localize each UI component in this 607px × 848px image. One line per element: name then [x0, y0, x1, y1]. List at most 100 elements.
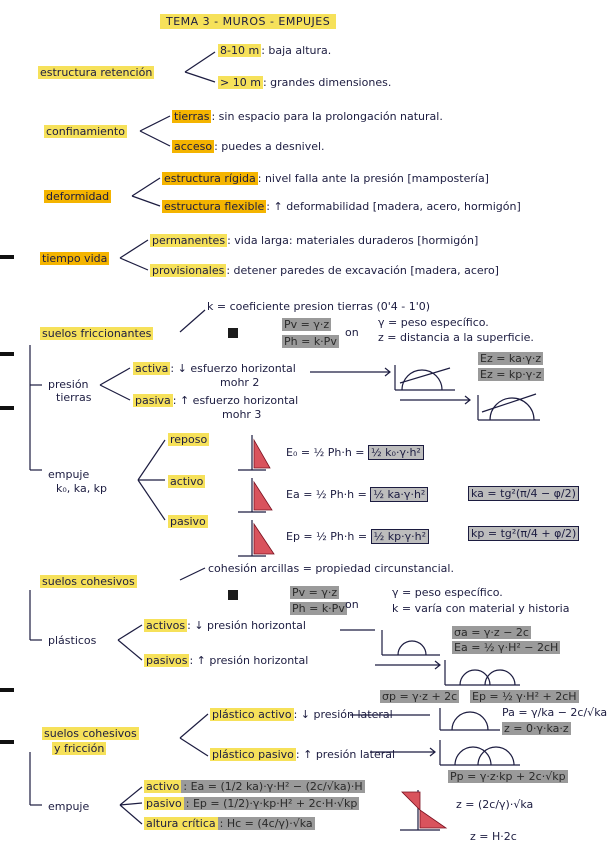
branch: permanentes: vida larga: materiales dura…: [150, 234, 478, 247]
branch-tag: activo: [168, 475, 206, 488]
formula-ka: ka = tg²(π/4 − φ/2): [468, 486, 579, 501]
formula-active: Ez = ka·γ·z: [478, 352, 544, 365]
soil-element-icon: [228, 590, 238, 600]
formula-text: Ea = ½ Ph·h =: [286, 488, 367, 501]
formula-ep: Ep = ½ Ph·h = ½ kp·γ·h²: [286, 529, 429, 544]
branch: estructura rígida: nivel falla ante la p…: [162, 172, 489, 185]
concept-root: suelos cohesivos: [40, 575, 137, 588]
branch-tag: tierras: [172, 110, 212, 123]
branch-tag: plástico activo: [210, 708, 294, 721]
branch-text: : detener paredes de excavación [madera,…: [226, 264, 499, 277]
branch-tag: > 10 m: [218, 76, 263, 89]
branch-text: : Ea = (1/2 ka)·γ·H² − (2c/√ka)·H: [181, 780, 365, 793]
branch-tag: reposo: [168, 433, 210, 446]
page-edge-mark: [0, 740, 14, 744]
branch: activos: ↓ presión horizontal: [144, 619, 306, 632]
page-edge-mark: [0, 352, 14, 356]
page-edge-mark: [0, 255, 14, 259]
branch: activa: ↓ esfuerzo horizontal: [133, 362, 296, 375]
branch: pasivo: Ep = (1/2)·γ·kp·H² + 2c·H·√kp: [144, 797, 360, 810]
formula-box: ½ kp·γ·h²: [370, 529, 429, 544]
branch: tierras: sin espacio para la prolongació…: [172, 110, 443, 123]
branch-text: : vida larga: materiales duraderos [horm…: [227, 234, 479, 247]
concept-root: y fricción: [52, 742, 107, 755]
empuje-label: empuje: [48, 800, 90, 813]
branch-text: : sin espacio para la prolongación natur…: [211, 110, 443, 123]
branch-tag: provisionales: [150, 264, 227, 277]
on-label: on: [345, 326, 359, 339]
branch-tag: acceso: [172, 140, 215, 153]
branch-tag: pasiva: [133, 394, 173, 407]
k-definition: k = varía con material y historia: [392, 602, 570, 615]
branch-tag: activa: [133, 362, 171, 375]
branch-text: : Hc = (4c/γ)·√ka: [217, 817, 315, 830]
formula-ep: Ep = ½ γ·H² + 2cH: [470, 690, 579, 703]
on-label: on: [345, 598, 359, 611]
concept-root: suelos friccionantes: [40, 327, 154, 340]
plasticos-label: plásticos: [48, 634, 97, 647]
branch-text: : grandes dimensiones.: [262, 76, 392, 89]
formula-z: z = 0·γ·ka·z: [502, 722, 571, 735]
formula-e0: E₀ = ½ Ph·h = ½ k₀·γ·h²: [286, 445, 424, 460]
page-edge-mark: [0, 688, 14, 692]
branch-tag: activo: [144, 780, 182, 793]
branch-text: : Ep = (1/2)·γ·kp·H² + 2c·H·√kp: [183, 797, 360, 810]
presion-label: presión: [48, 378, 89, 391]
branch: activo: Ea = (1/2 ka)·γ·H² − (2c/√ka)·H: [144, 780, 365, 793]
branch-tag: pasivo: [144, 797, 184, 810]
formula-pp: Pp = γ·z·kp + 2c·√kp: [448, 770, 568, 783]
formula-pv: Pv = γ·z: [290, 586, 340, 599]
page-edge-mark: [0, 406, 14, 410]
branch-text: : ↓ presión horizontal: [187, 619, 306, 632]
branch-text: : ↑ esfuerzo horizontal: [172, 394, 299, 407]
formula-hc: z = H·2c: [470, 830, 517, 843]
z-definition: z = distancia a la superficie.: [378, 331, 534, 344]
mohr-label: mohr 2: [220, 376, 260, 389]
branch-tag: altura crítica: [144, 817, 218, 830]
branch-tag: pasivos: [144, 654, 190, 667]
branch: estructura flexible: ↑ deformabilidad [m…: [162, 200, 521, 213]
gamma-definition: γ = peso específico.: [392, 586, 503, 599]
branch: acceso: puedes a desnivel.: [172, 140, 325, 153]
tierras-label: tierras: [56, 391, 92, 404]
branch: plástico pasivo: ↑ presión lateral: [210, 748, 395, 761]
formula-sigma-p: σp = γ·z + 2c: [380, 690, 460, 703]
empuje-label: empuje: [48, 468, 90, 481]
soil-element-icon: [228, 328, 238, 338]
formula-ea: Ea = ½ Ph·h = ½ ka·γ·h²: [286, 487, 429, 502]
gamma-definition: γ = peso específico.: [378, 316, 489, 329]
branch-tag: estructura rígida: [162, 172, 258, 185]
branch: provisionales: detener paredes de excava…: [150, 264, 499, 277]
branch-text: : ↑ deformabilidad [madera, acero, hormi…: [266, 200, 521, 213]
formula-text: Ep = ½ Ph·h =: [286, 530, 368, 543]
mohr-label: mohr 3: [222, 408, 262, 421]
concept-root: deformidad: [44, 190, 112, 203]
formula-box: ½ ka·γ·h²: [370, 487, 429, 502]
formula-kp: kp = tg²(π/4 + φ/2): [468, 526, 580, 541]
formula-box: ½ k₀·γ·h²: [368, 445, 424, 460]
k-definition: k = coeficiente presion tierras (0'4 - 1…: [207, 300, 431, 313]
branch: > 10 m: grandes dimensiones.: [218, 76, 391, 89]
branch-tag: activos: [144, 619, 188, 632]
formula-passive: Ez = kp·γ·z: [478, 368, 544, 381]
empuje-coefficients: k₀, ka, kp: [56, 482, 108, 495]
formula-pv: Pv = γ·z: [282, 318, 332, 331]
branch-text: : nivel falla ante la presión [mamposter…: [257, 172, 489, 185]
formula-ph: Ph = k·Pv: [282, 335, 339, 348]
branch: plástico activo: ↓ presión lateral: [210, 708, 393, 721]
cohesion-definition: cohesión arcillas = propiedad circunstan…: [208, 562, 454, 575]
branch-text: : ↑ presión lateral: [295, 748, 396, 761]
concept-root: suelos cohesivos: [42, 727, 139, 740]
page-title: TEMA 3 - MUROS - EMPUJES: [160, 14, 337, 29]
concept-root: estructura retención: [38, 66, 155, 79]
branch: altura crítica: Hc = (4c/γ)·√ka: [144, 817, 315, 830]
formula-ea: Ea = ½ γ·H² − 2cH: [452, 641, 561, 654]
branch-tag: estructura flexible: [162, 200, 267, 213]
branch: pasivos: ↑ presión horizontal: [144, 654, 308, 667]
concept-root: tiempo vida: [40, 252, 110, 265]
formula-sigma-a: σa = γ·z − 2c: [452, 626, 531, 639]
branch-text: : ↓ presión lateral: [293, 708, 393, 721]
branch-tag: permanentes: [150, 234, 228, 247]
formula-ph: Ph = k·Pv: [290, 602, 347, 615]
